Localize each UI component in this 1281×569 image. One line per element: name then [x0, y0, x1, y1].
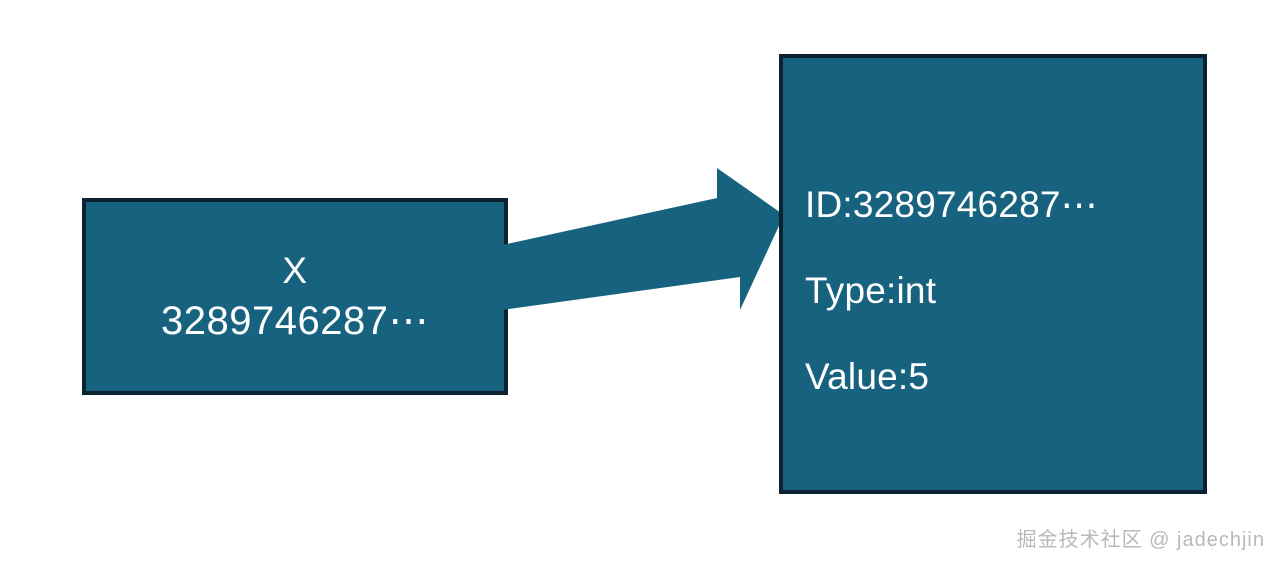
variable-name-label: X [282, 249, 308, 291]
variable-box: X 3289746287⋯ [82, 198, 508, 395]
block-arrow-right-icon [502, 168, 784, 310]
variable-address-label: 3289746287⋯ [161, 298, 429, 343]
object-type-field: Type:int [805, 270, 937, 311]
object-value-field: Value:5 [805, 356, 930, 397]
watermark-label: 掘金技术社区 @ jadechjin [1016, 529, 1265, 551]
object-id-field: ID:3289746287⋯ [805, 184, 1098, 225]
object-field-list: ID:3289746287⋯ Type:int Value:5 [805, 183, 1193, 399]
object-box: ID:3289746287⋯ Type:int Value:5 [779, 54, 1207, 494]
